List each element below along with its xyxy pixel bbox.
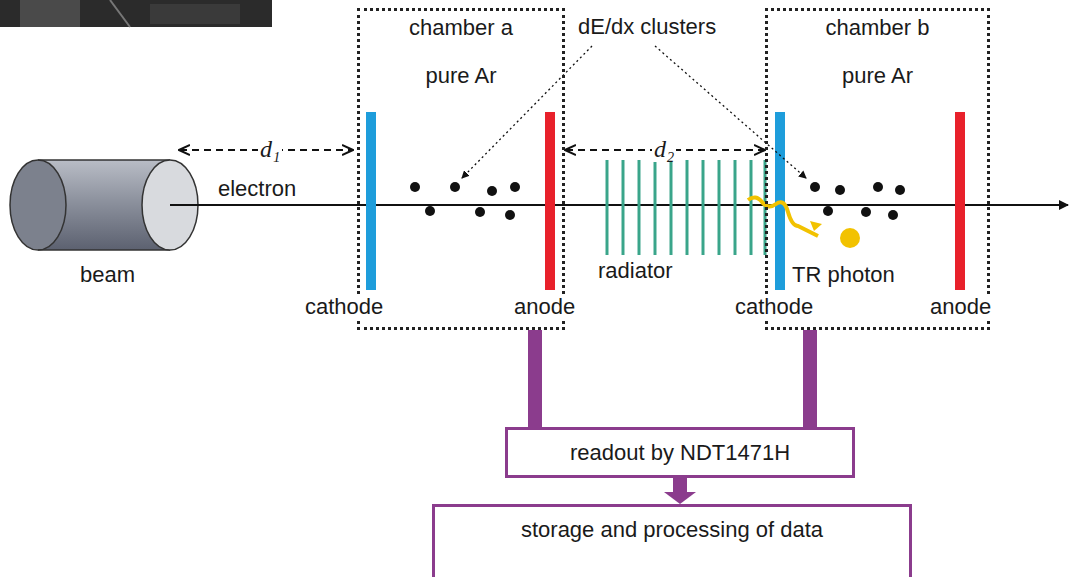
process-box: storage and processing of data [432, 504, 912, 577]
gas-label: pure Ar [360, 63, 562, 89]
chamber-title: chamber a [360, 15, 562, 41]
beam-cylinder [10, 160, 198, 250]
part-label: cathode [733, 294, 815, 320]
part-label: electron [216, 176, 298, 202]
part-label: cathode [303, 294, 385, 320]
box-text: readout by NDT1471H [508, 440, 852, 466]
chamber-region: chamber a pure Ar [357, 8, 565, 330]
connector [528, 330, 542, 427]
leader-line [655, 46, 806, 178]
part-label: anode [512, 294, 577, 320]
box-text: storage and processing of data [435, 517, 909, 543]
part-label: dE/dx clusters [576, 14, 718, 40]
ionization-clusters [410, 182, 905, 220]
connector [664, 478, 696, 504]
cathode-plate [366, 112, 376, 290]
chamber-title: chamber b [768, 15, 987, 41]
part-label: beam [78, 262, 137, 288]
electron-track [170, 204, 1068, 206]
part-label: anode [928, 294, 993, 320]
anode-plate [545, 112, 555, 290]
dimension-label: d₁ [258, 136, 282, 162]
photo-fragment [0, 0, 272, 27]
anode-plate [955, 112, 965, 290]
part-label: TR photon [790, 262, 897, 288]
radiator-foils [607, 160, 765, 255]
connector [803, 330, 817, 427]
part-label: radiator [596, 258, 675, 284]
process-box: readout by NDT1471H [505, 427, 855, 478]
dimension-label: d₂ [652, 136, 676, 162]
gas-label: pure Ar [768, 63, 987, 89]
